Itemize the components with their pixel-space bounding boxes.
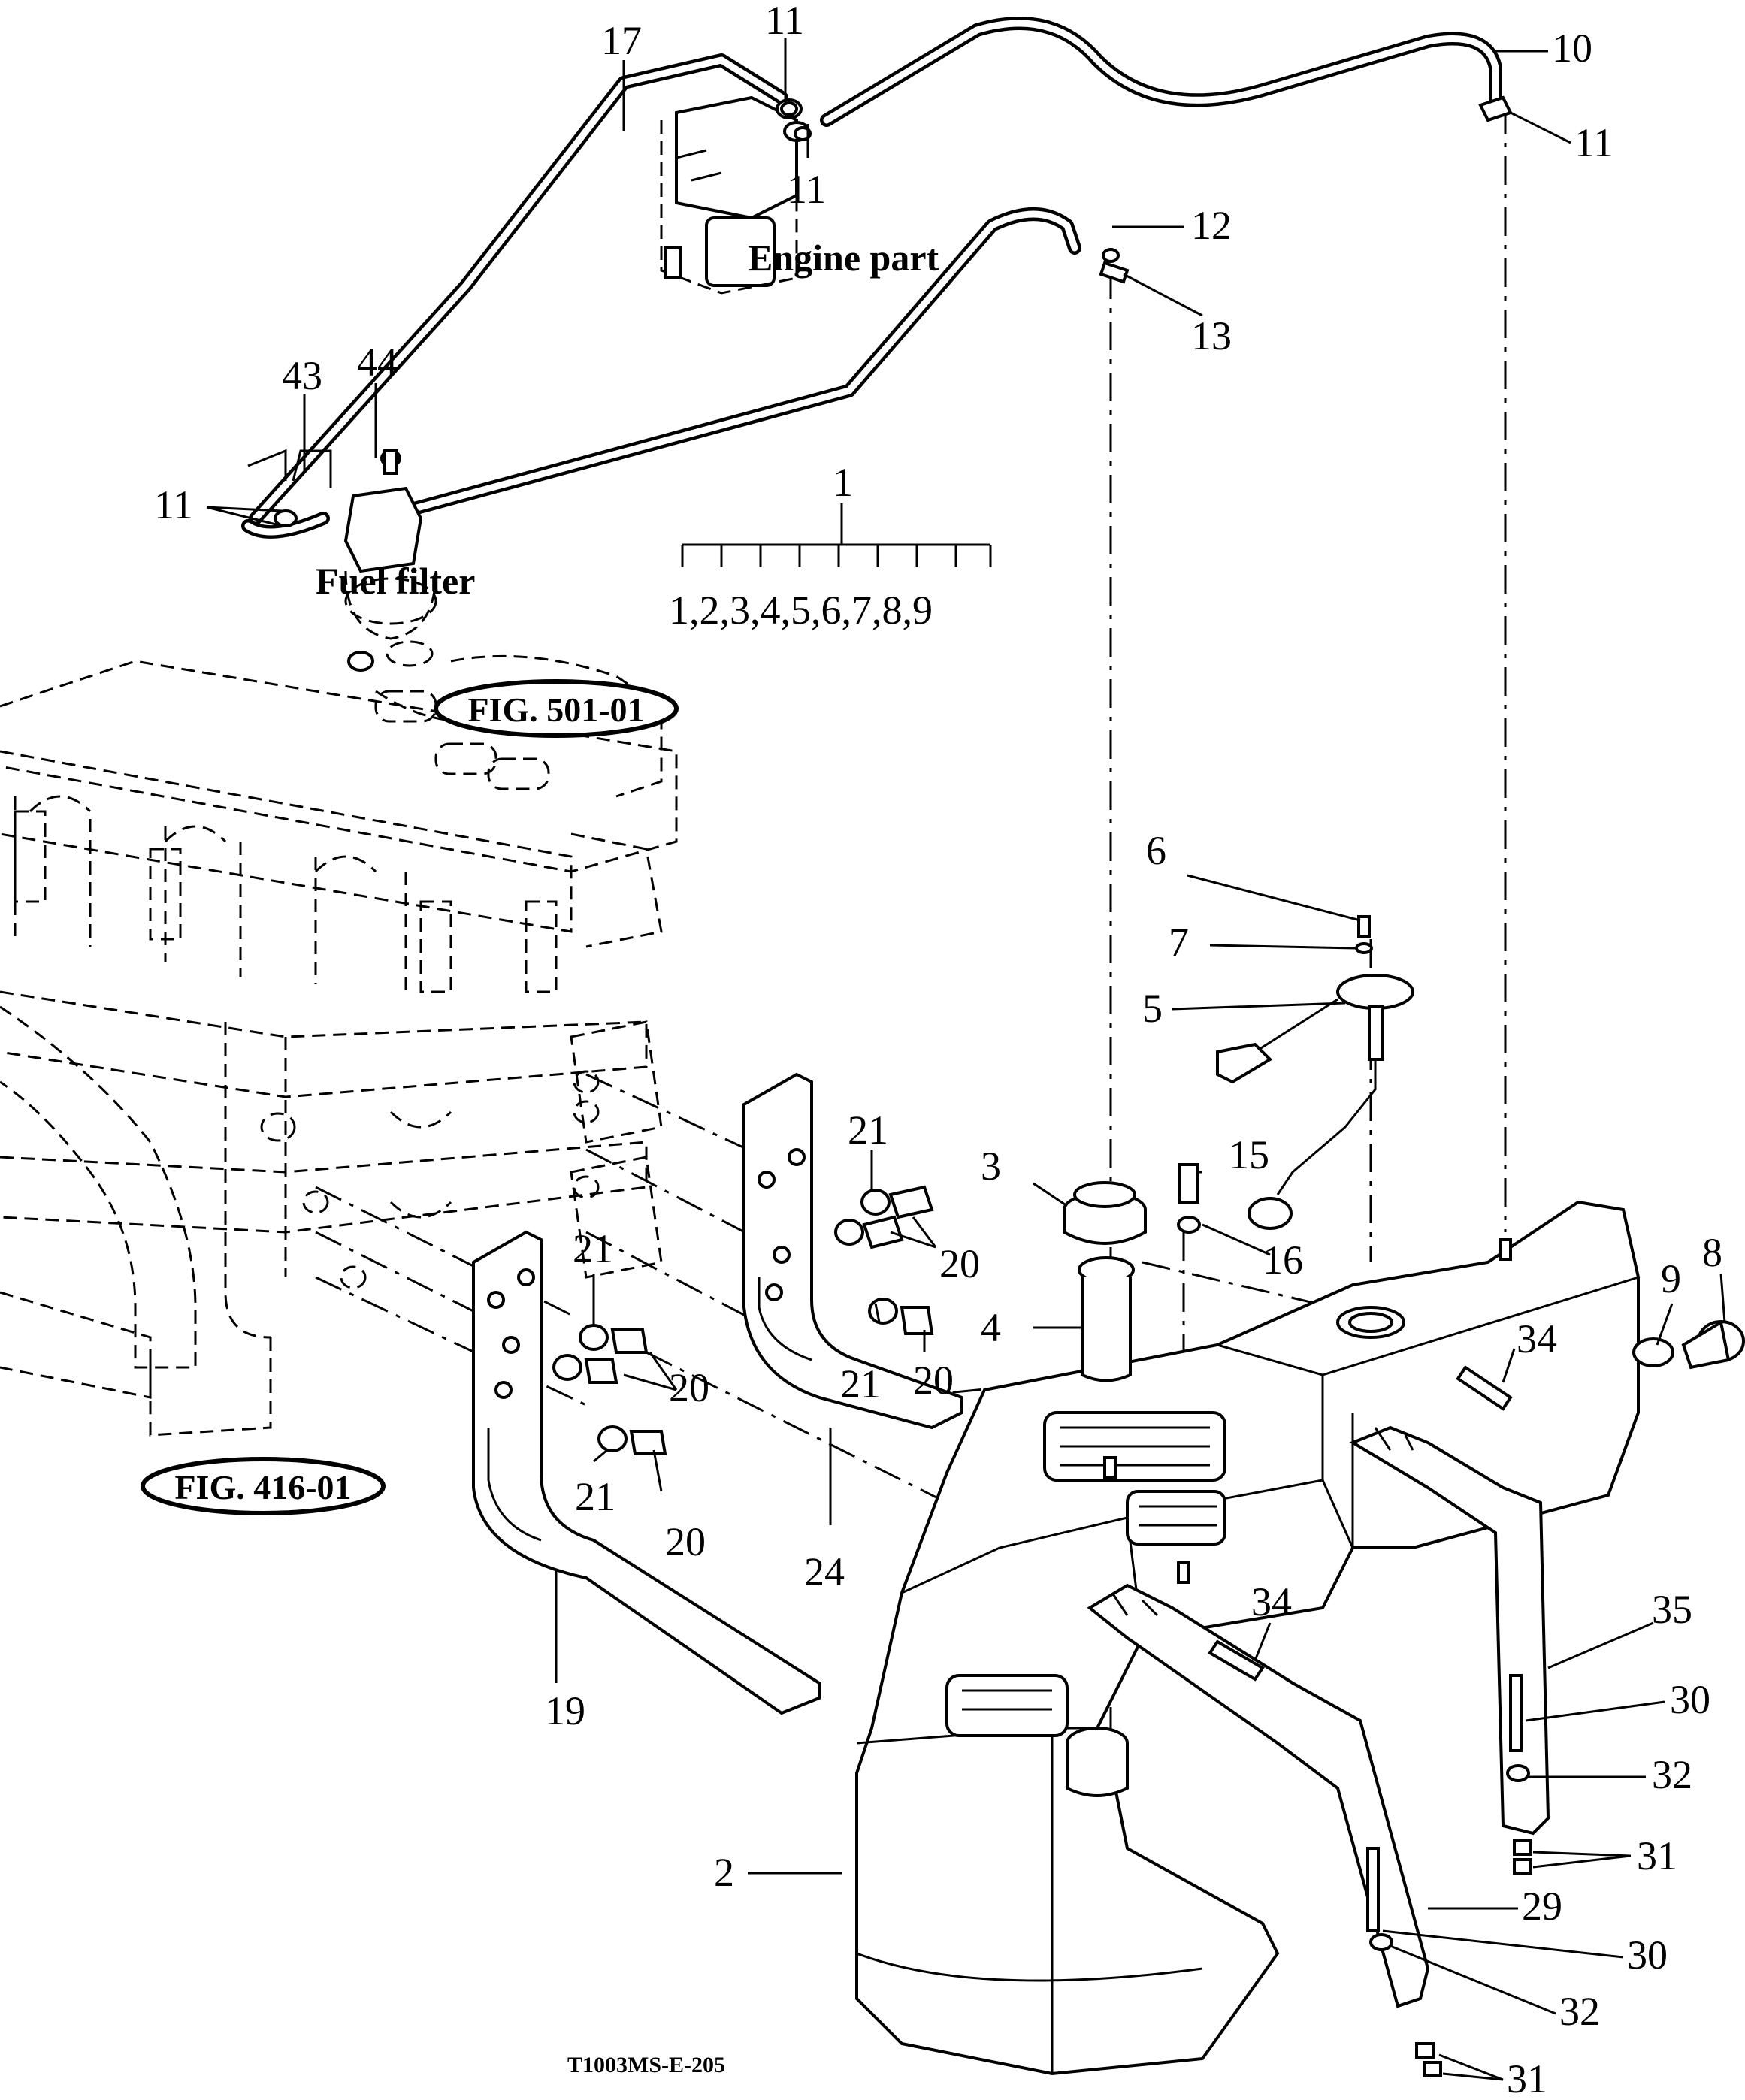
label-16: 16 [1263,1237,1303,1283]
engine-fuel-filter [660,95,810,295]
fuel-hose-10 [820,17,1502,127]
drawing-code: T1003MS-E-205 [567,2053,725,2077]
band-hardware [1208,1365,1532,2077]
label-34-a: 34 [1517,1316,1557,1361]
label-11-top: 11 [765,0,804,43]
label-31-b: 31 [1507,2056,1547,2100]
label-8: 8 [1702,1230,1722,1275]
label-3: 3 [981,1144,1001,1189]
label-30-b: 30 [1627,1932,1668,1978]
label-24: 24 [804,1549,845,1594]
drain-15-16 [1177,1163,1201,1234]
label-30-a: 30 [1670,1677,1710,1722]
fuel-tank [855,1200,1640,2076]
engine-part-label: Engine part [748,237,939,279]
label-34-b: 34 [1251,1579,1292,1624]
leader-lines [206,38,1726,2081]
label-4: 4 [981,1305,1001,1350]
label-2: 2 [714,1850,734,1895]
chassis-frame-ghost [0,654,678,1437]
label-21-b: 21 [840,1361,881,1407]
screws-6-7 [1355,915,1373,954]
bracket-19 [472,1230,821,1715]
label-20-a: 20 [939,1241,980,1286]
label-21-c: 21 [573,1226,613,1271]
strainer-4 [1078,1256,1135,1382]
label-21-a: 21 [848,1107,888,1153]
label-11-right: 11 [1574,120,1613,165]
label-32-a: 32 [1652,1752,1692,1797]
label-6: 6 [1146,828,1166,873]
group-bracket-1 [681,503,992,567]
label-20-b: 20 [913,1358,954,1403]
fuel-cap-3 [1063,1181,1147,1245]
fig-416-reference: FIG. 416-01 [141,1457,386,1515]
tank-vent-slots [945,1411,1226,1737]
part-number-labels: 11 11 10 11 12 13 17 43 44 11 1 6 7 5 3 … [154,0,1722,2100]
label-10: 10 [1552,26,1592,71]
label-11-left: 11 [154,482,193,527]
hose-ring-8-9 [1632,1319,1745,1370]
label-35: 35 [1652,1587,1692,1632]
label-21-d: 21 [575,1474,615,1519]
bolts-and-washers [552,1185,934,1455]
label-7: 7 [1169,920,1189,965]
label-31-a: 31 [1637,1833,1677,1878]
fig-501-reference: FIG. 501-01 [434,679,679,738]
label-44: 44 [357,340,398,385]
label-13: 13 [1191,313,1232,358]
label-20-c: 20 [669,1365,709,1410]
label-43: 43 [282,353,322,398]
fuel-level-sender-5 [1216,974,1414,1230]
tank-band-35 [1349,1425,1550,1836]
label-29: 29 [1522,1884,1562,1929]
filter-gaskets-ghost [374,690,550,790]
svg-text:FIG. 416-01: FIG. 416-01 [174,1468,351,1506]
svg-text:FIG. 501-01: FIG. 501-01 [467,690,644,729]
clips-11-12-13 [780,95,1513,284]
label-5: 5 [1142,986,1163,1031]
bracket-24 [742,1072,963,1430]
group-member-list: 1,2,3,4,5,6,7,8,9 [669,588,933,633]
label-20-d: 20 [665,1519,706,1564]
label-12: 12 [1191,203,1232,248]
label-19: 19 [545,1688,585,1733]
label-17: 17 [601,18,642,63]
label-15: 15 [1229,1132,1269,1177]
label-9: 9 [1661,1256,1681,1301]
fuel-filter-assembly [241,449,437,672]
label-32-b: 32 [1559,1989,1600,2034]
label-1: 1 [833,460,853,505]
fuel-filter-label: Fuel filter [316,560,475,602]
return-hose [399,207,1081,518]
label-11-filter: 11 [787,167,826,212]
